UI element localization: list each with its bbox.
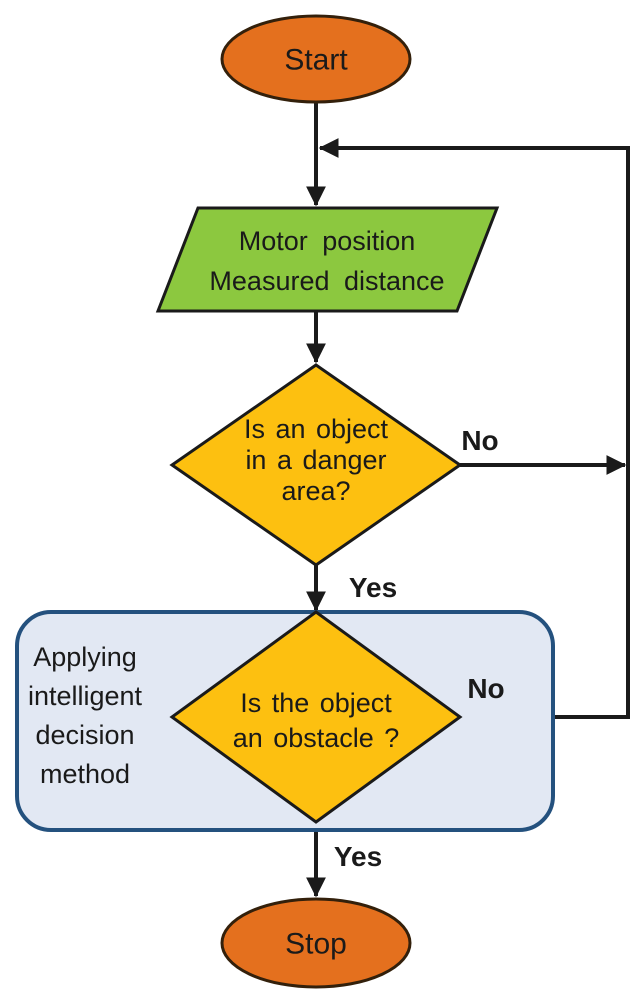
danger-decision-line-2: in a danger <box>245 445 386 475</box>
obstacle-decision-diamond <box>169 610 463 824</box>
danger-decision-line-1: Is an object <box>244 414 389 444</box>
io-parallelogram <box>155 206 500 313</box>
io-line-2: Measured distance <box>209 266 444 296</box>
obstacle-decision-line-2: an obstacle ? <box>233 723 400 753</box>
obstacle-no-label: No <box>467 673 504 704</box>
obstacle-yes-label: Yes <box>334 841 382 872</box>
stop-label: Stop <box>285 928 347 961</box>
start-label: Start <box>284 44 348 77</box>
danger-no-label: No <box>461 425 498 456</box>
container-line-2: intelligent <box>28 681 143 711</box>
danger-decision-diamond <box>169 363 463 567</box>
danger-yes-label: Yes <box>349 572 397 603</box>
container-line-4: method <box>40 759 130 789</box>
io-line-1: Motor position <box>239 226 416 256</box>
container-line-1: Applying <box>33 642 137 672</box>
start-node <box>220 14 412 104</box>
container-line-3: decision <box>35 720 134 750</box>
stop-node <box>220 897 412 989</box>
obstacle-decision-line-1: Is the object <box>240 688 392 718</box>
danger-decision-line-3: area? <box>281 476 350 506</box>
